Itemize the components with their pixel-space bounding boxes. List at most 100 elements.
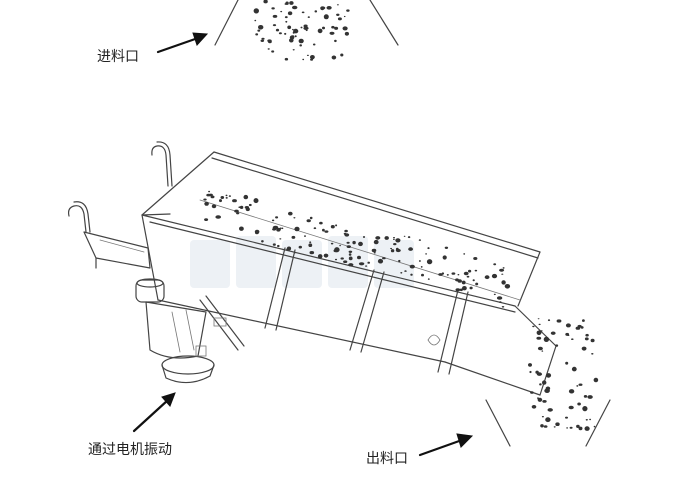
material-particle (289, 38, 294, 43)
material-particle (444, 246, 449, 249)
material-particle (292, 49, 295, 51)
material-particle (547, 408, 553, 412)
material-particle (375, 236, 381, 240)
material-particle (357, 255, 361, 260)
material-particle (305, 29, 308, 32)
material-particle (346, 9, 350, 12)
material-particle (427, 278, 430, 280)
material-particle (254, 9, 256, 12)
material-particle (583, 395, 588, 398)
material-particle (348, 263, 354, 267)
material-particle (320, 6, 325, 11)
material-particle (306, 54, 309, 57)
material-particle (502, 267, 505, 269)
material-particle (253, 198, 259, 204)
material-particle (310, 55, 315, 60)
material-particle (308, 243, 313, 247)
material-particle (499, 268, 505, 272)
material-particle (281, 227, 284, 230)
material-particle (244, 206, 250, 209)
material-particle (531, 405, 537, 409)
material-particle (334, 26, 339, 30)
material-particle (293, 217, 296, 219)
vibration-motor (135, 278, 245, 384)
material-particle (403, 235, 406, 237)
material-particle (427, 247, 430, 250)
material-particle (395, 248, 401, 253)
material-particle (565, 361, 569, 365)
material-particle (309, 216, 313, 220)
material-particle (571, 366, 577, 372)
material-particle (393, 237, 395, 239)
material-particle (585, 333, 589, 337)
material-particle (591, 353, 594, 355)
material-particle (540, 330, 543, 332)
material-particle (324, 230, 329, 233)
material-particle (271, 7, 275, 10)
material-particle (313, 227, 317, 230)
material-particle (334, 39, 337, 43)
material-particle (253, 8, 259, 14)
material-particle (346, 241, 350, 244)
material-particle (322, 228, 325, 232)
material-particle (390, 249, 395, 253)
material-particle (348, 253, 352, 256)
material-particle (442, 255, 447, 260)
material-particle (343, 15, 346, 18)
material-particle (384, 236, 389, 240)
material-particle (307, 16, 310, 18)
suspension-frame (83, 231, 151, 269)
material-particle (255, 33, 259, 36)
arrow-up-right-icon (132, 392, 176, 433)
material-particle (254, 229, 260, 234)
material-particle (461, 280, 466, 285)
material-particle (373, 251, 376, 254)
material-particle (310, 58, 314, 61)
material-particle (542, 380, 547, 385)
arrow-right-icon (418, 433, 474, 457)
material-particle (588, 395, 591, 397)
material-particle (363, 236, 365, 238)
material-particle (284, 32, 287, 35)
material-particle (537, 346, 543, 351)
material-particle (536, 336, 542, 340)
material-particle (331, 25, 335, 29)
material-particle (469, 286, 473, 290)
material-particle (491, 273, 498, 279)
feed-hopper (214, 0, 399, 61)
material-particle (261, 37, 265, 40)
material-particle (565, 323, 571, 328)
material-particle (365, 265, 368, 267)
material-particle (304, 235, 306, 237)
material-particle (309, 251, 315, 255)
material-particle (236, 212, 240, 215)
material-particle (254, 19, 257, 22)
arrow-right-icon (156, 32, 209, 54)
material-particle (553, 426, 556, 428)
material-particle (462, 286, 467, 291)
material-particle (294, 252, 296, 254)
material-particle (582, 406, 588, 412)
material-particle (584, 337, 589, 341)
material-particle (409, 264, 415, 269)
material-particle (590, 338, 595, 343)
material-particle (344, 31, 349, 36)
falling-material-top (253, 0, 350, 61)
material-particle (319, 221, 323, 225)
material-particle (583, 406, 586, 408)
material-particle (468, 269, 472, 273)
material-particle (474, 269, 478, 272)
material-particle (426, 259, 433, 265)
material-particle (420, 266, 423, 268)
material-particle (277, 244, 280, 248)
material-particle (566, 427, 568, 429)
material-particle (358, 241, 363, 247)
material-particle (496, 296, 503, 300)
material-in-trough (203, 190, 511, 308)
material-particle (225, 197, 228, 199)
material-particle (540, 424, 544, 428)
material-particle (438, 273, 443, 276)
material-particle (407, 236, 411, 239)
material-particle (239, 226, 244, 231)
material-particle (348, 256, 353, 261)
